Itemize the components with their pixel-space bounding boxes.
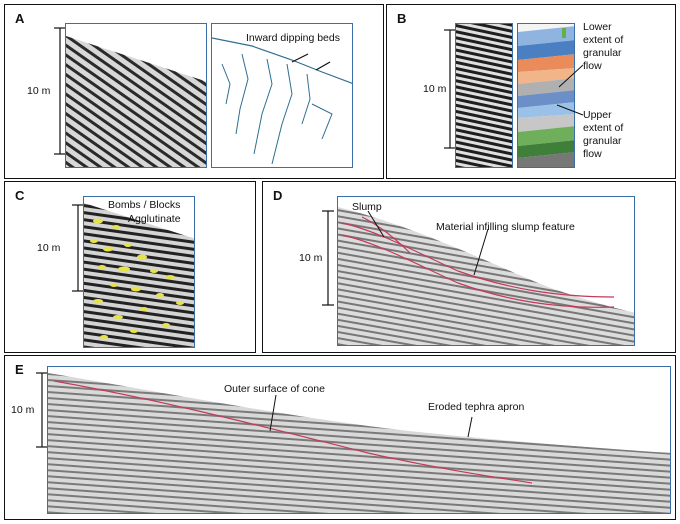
- panel-e: E 10 m Outer surface of cone Eroded teph…: [4, 355, 676, 520]
- panel-e-scale-bar: [36, 372, 48, 448]
- panel-a-interpretation: Inward dipping beds: [211, 23, 353, 168]
- panel-e-radargram: Outer surface of cone Eroded tephra apro…: [47, 366, 671, 514]
- panel-d-scale-bar: [322, 210, 334, 306]
- panel-a-radargram: [65, 23, 207, 168]
- panel-e-apron-label: Eroded tephra apron: [428, 401, 525, 413]
- panel-c-label: C: [15, 188, 25, 203]
- panel-b-scale-bar: [444, 29, 456, 149]
- panel-b-label: B: [397, 11, 407, 26]
- panel-c-agglutinate-label: Agglutinate: [128, 213, 181, 225]
- panel-d-label: D: [273, 188, 283, 203]
- panel-c: C 10 m: [4, 181, 256, 353]
- panel-e-label: E: [15, 362, 24, 377]
- panel-d-radargram: Slump Material infilling slump feature: [337, 196, 635, 346]
- panel-e-cone-label: Outer surface of cone: [224, 383, 325, 395]
- panel-b-interpretation: [517, 23, 575, 168]
- panel-b-upper-extent-label: Upper extent of granular flow: [583, 109, 624, 160]
- panel-e-scale-label: 10 m: [11, 404, 35, 416]
- panel-b: B 10 m: [386, 4, 676, 179]
- panel-c-bombs-label: Bombs / Blocks: [108, 199, 181, 211]
- panel-d-scale-label: 10 m: [299, 252, 323, 264]
- panel-a-label: A: [15, 11, 25, 26]
- panel-d-slump-label: Slump: [352, 201, 382, 213]
- panel-a-beds-label: Inward dipping beds: [246, 32, 340, 44]
- panel-d: D 10 m Slump Material infilling slump fe…: [262, 181, 676, 353]
- panel-a: A 10 m Inward dippin: [4, 4, 384, 179]
- panel-c-scale-label: 10 m: [37, 242, 61, 254]
- panel-a-scale-label: 10 m: [27, 85, 51, 97]
- panel-a-scale-bar: [54, 27, 66, 155]
- panel-b-arrows: [556, 64, 584, 116]
- panel-b-scale-label: 10 m: [423, 83, 447, 95]
- panel-b-lower-extent-label: Lower extent of granular flow: [583, 21, 624, 72]
- panel-c-radargram: Bombs / Blocks Agglutinate: [83, 196, 195, 348]
- panel-d-infill-label: Material infilling slump feature: [436, 221, 575, 233]
- panel-c-scale-bar: [72, 204, 84, 292]
- panel-b-radargram: [455, 23, 513, 168]
